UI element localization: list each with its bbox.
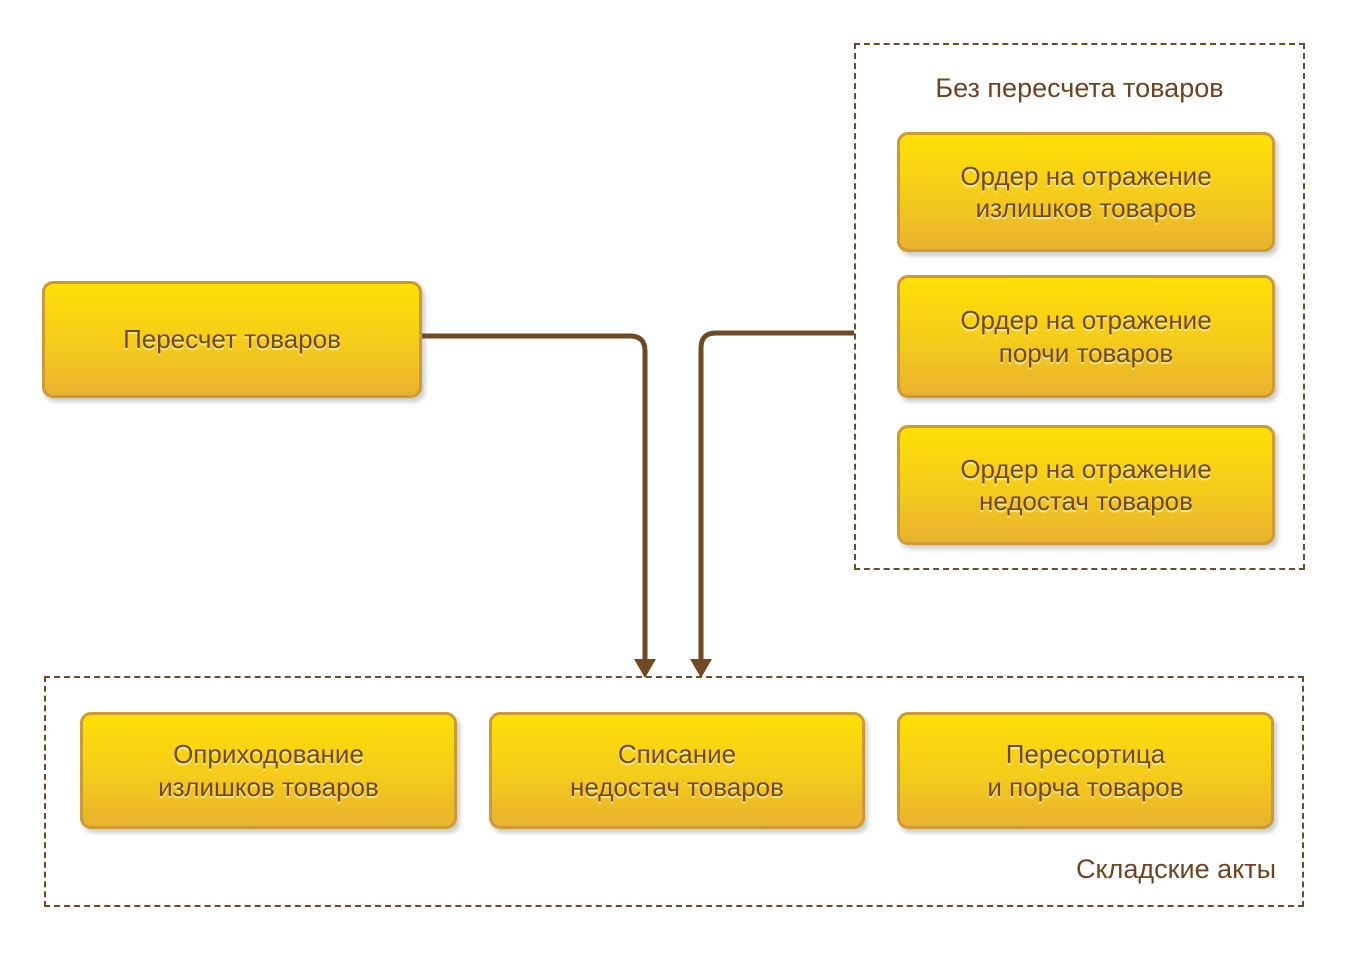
group-warehouse-acts-title: Складские акты <box>1076 854 1276 884</box>
group-without-recount: Без пересчета товаров Ордер на отражение… <box>854 43 1305 570</box>
arrow-from-recount <box>422 333 656 678</box>
node-capitalization-surplus: Оприходование излишков товаров <box>80 712 457 829</box>
node-order-surplus-goods: Ордер на отражение излишков товаров <box>897 132 1275 252</box>
arrow-from-without-recount-group <box>690 330 854 678</box>
node-goods-recount: Пересчет товаров <box>42 281 422 398</box>
node-writeoff-shortage: Списание недостач товаров <box>489 712 865 829</box>
node-order-damaged-goods: Ордер на отражение порчи товаров <box>897 275 1275 398</box>
node-order-shortage-goods: Ордер на отражение недостач товаров <box>897 425 1275 545</box>
group-warehouse-acts: Оприходование излишков товаров Списание … <box>44 676 1304 907</box>
group-without-recount-title: Без пересчета товаров <box>935 73 1224 103</box>
node-regrading-and-damage: Пересортица и порча товаров <box>897 712 1274 829</box>
